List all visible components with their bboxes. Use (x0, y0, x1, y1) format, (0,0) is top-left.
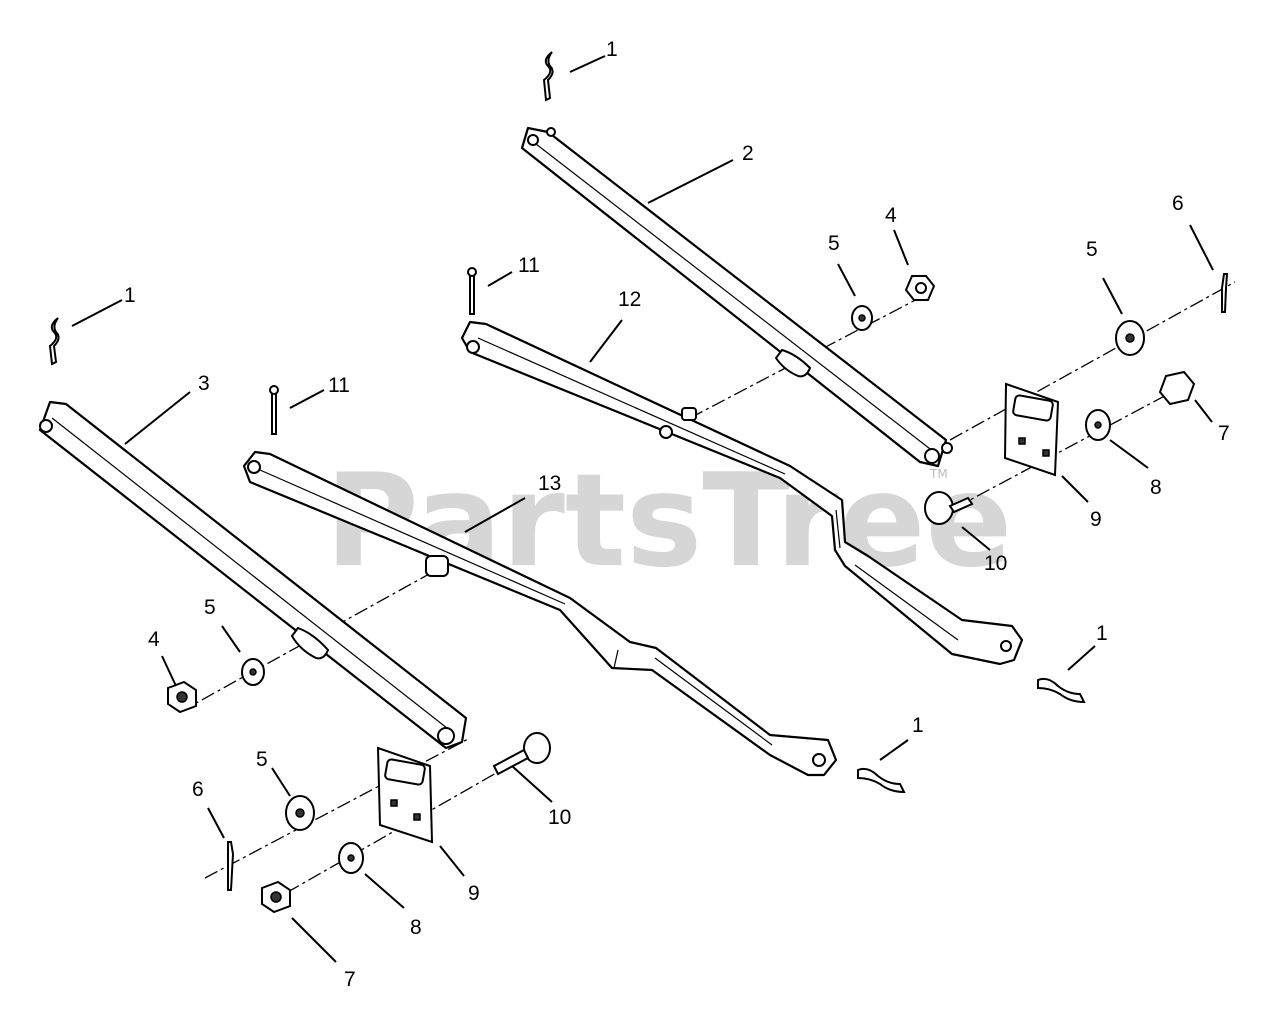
hardware-lower (167, 658, 552, 914)
callout-8: 8 (410, 916, 422, 939)
callout-leaders (71, 55, 1214, 963)
callout-3: 3 (198, 372, 210, 395)
callout-10: 10 (548, 806, 571, 829)
callout-12: 12 (618, 288, 641, 311)
callout-9: 9 (1090, 508, 1102, 531)
callout-7: 7 (344, 968, 356, 991)
callout-5: 5 (204, 596, 216, 619)
callout-1: 1 (606, 38, 618, 61)
lift-link-13 (242, 450, 838, 777)
callout-5: 5 (828, 232, 840, 255)
lift-arm-2 (520, 126, 953, 468)
callout-10: 10 (984, 552, 1007, 575)
callout-11: 11 (328, 374, 350, 397)
callout-6: 6 (1172, 192, 1184, 215)
callout-labels: 1 2 4 5 6 5 11 12 1 3 11 7 8 13 9 10 5 4… (124, 38, 1230, 991)
callout-1: 1 (912, 714, 924, 737)
lift-link-12 (460, 320, 1024, 666)
callout-5: 5 (256, 748, 268, 771)
lift-arm-3 (38, 400, 468, 750)
callout-9: 9 (468, 882, 480, 905)
callout-8: 8 (1150, 476, 1162, 499)
callout-6: 6 (192, 778, 204, 801)
callout-2: 2 (742, 142, 754, 165)
callout-13: 13 (538, 472, 561, 495)
callout-4: 4 (885, 204, 897, 227)
callout-1: 1 (124, 284, 136, 307)
watermark-trademark: TM (929, 467, 948, 481)
callout-1: 1 (1096, 622, 1108, 645)
callout-5: 5 (1086, 238, 1098, 261)
clips-and-pins (48, 51, 1086, 794)
callout-11: 11 (518, 254, 540, 277)
callout-4: 4 (148, 628, 160, 651)
hardware-upper (851, 273, 1229, 525)
callout-7: 7 (1218, 422, 1230, 445)
